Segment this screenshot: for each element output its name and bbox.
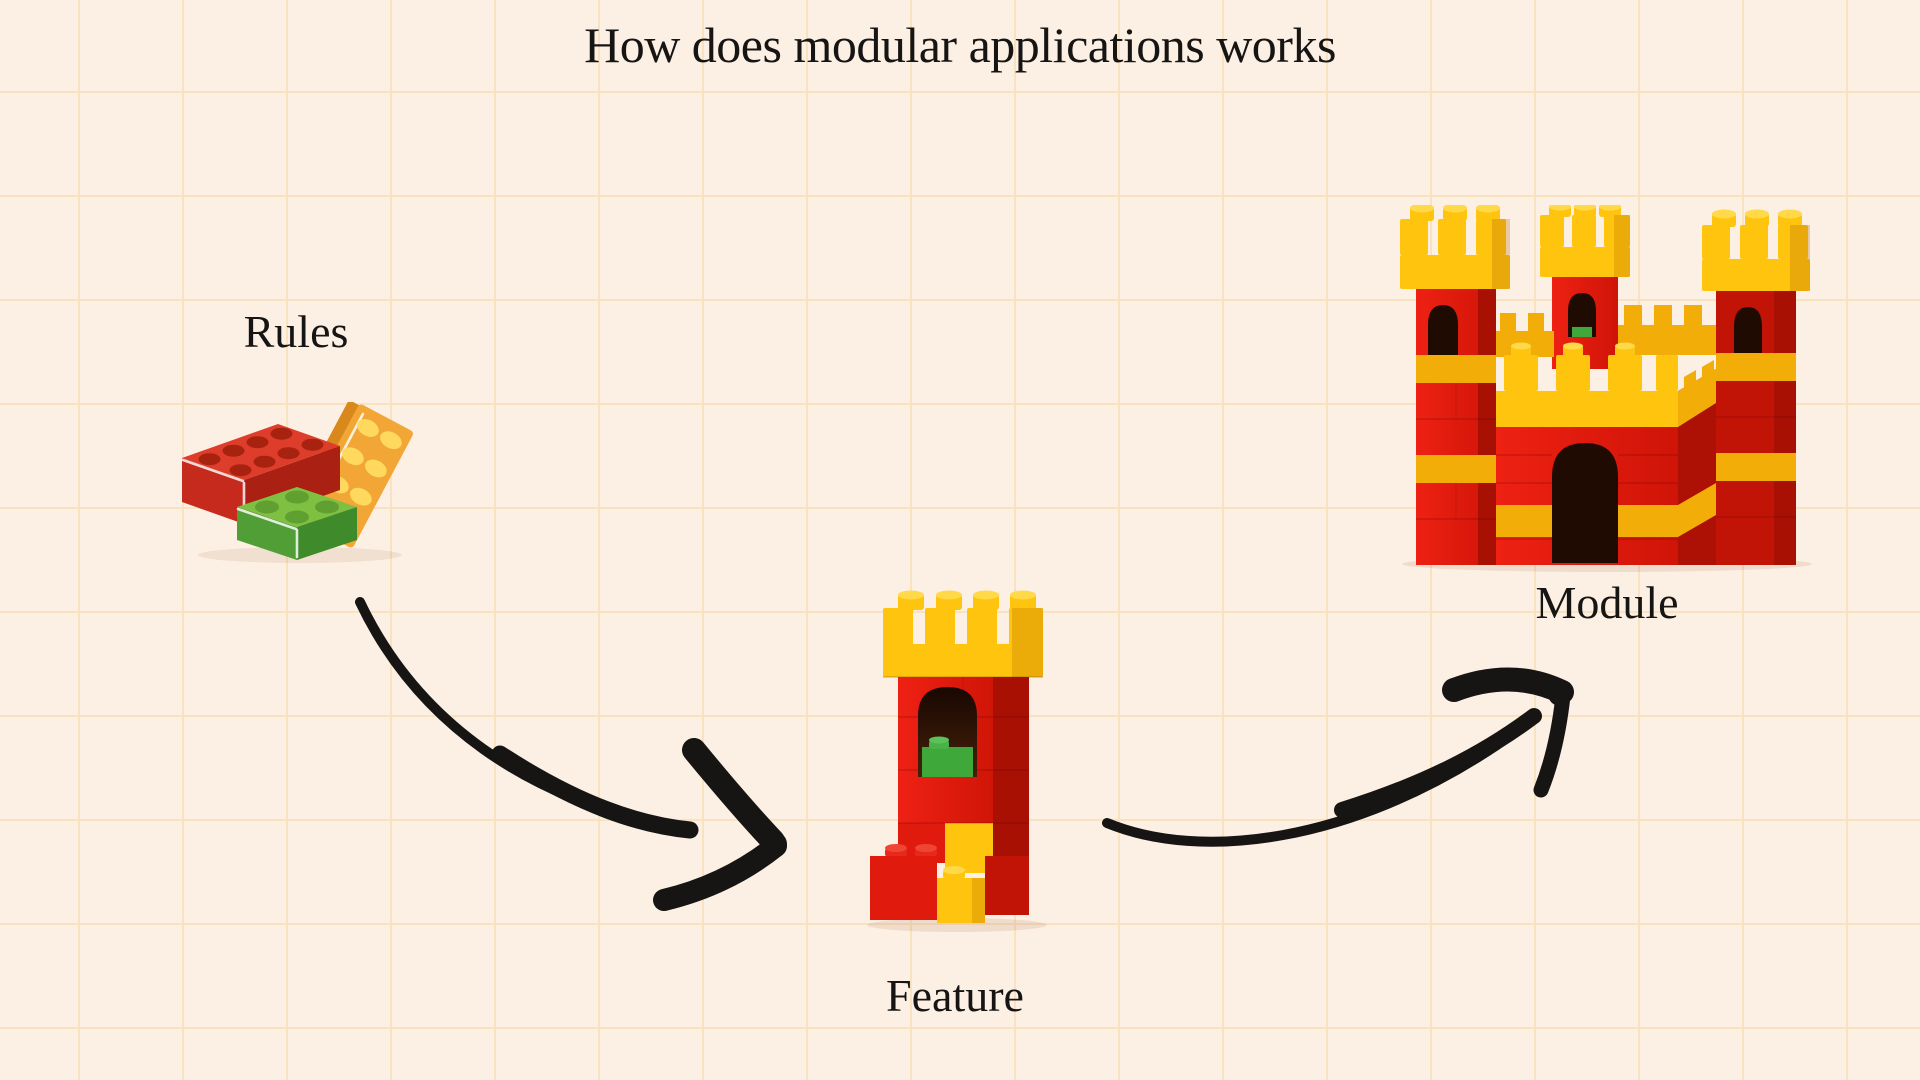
module-label: Module: [1535, 577, 1679, 628]
arrowhead-lower-wing: [653, 835, 787, 911]
right-tower-window: [1734, 307, 1762, 353]
castle-side-wall: [1678, 360, 1716, 565]
module-castle-illustration: [1400, 205, 1812, 572]
castle-front-wall: [1496, 342, 1678, 565]
castle-gate: [1552, 443, 1618, 563]
middle-tower-window: [1568, 293, 1596, 337]
tower-crown: [883, 590, 1043, 678]
tower-shadow: [867, 918, 1047, 932]
castle-right-tower: [1702, 209, 1810, 565]
castle-left-tower: [1400, 205, 1510, 565]
arrow-feature-to-module: [1102, 667, 1574, 847]
feature-tower-illustration: [867, 590, 1047, 932]
tower-base: [870, 822, 1029, 923]
rules-bricks-illustration: [181, 402, 413, 563]
green-brick: [236, 487, 357, 560]
rules-label: Rules: [243, 306, 349, 357]
arrow-rules-to-feature: [355, 597, 787, 911]
green-brick-in-window: [922, 736, 973, 777]
arrowhead-top-bar: [1442, 667, 1574, 704]
tower-body: [898, 677, 1029, 823]
left-tower-window: [1428, 305, 1458, 355]
castle-back-battlements: [1496, 305, 1722, 357]
arrowhead-upper-wing: [682, 738, 785, 853]
crown-studs: [898, 590, 1036, 610]
page-title: How does modular applications works: [584, 17, 1336, 73]
feature-label: Feature: [886, 970, 1024, 1021]
arrowhead-tail: [1533, 688, 1571, 798]
